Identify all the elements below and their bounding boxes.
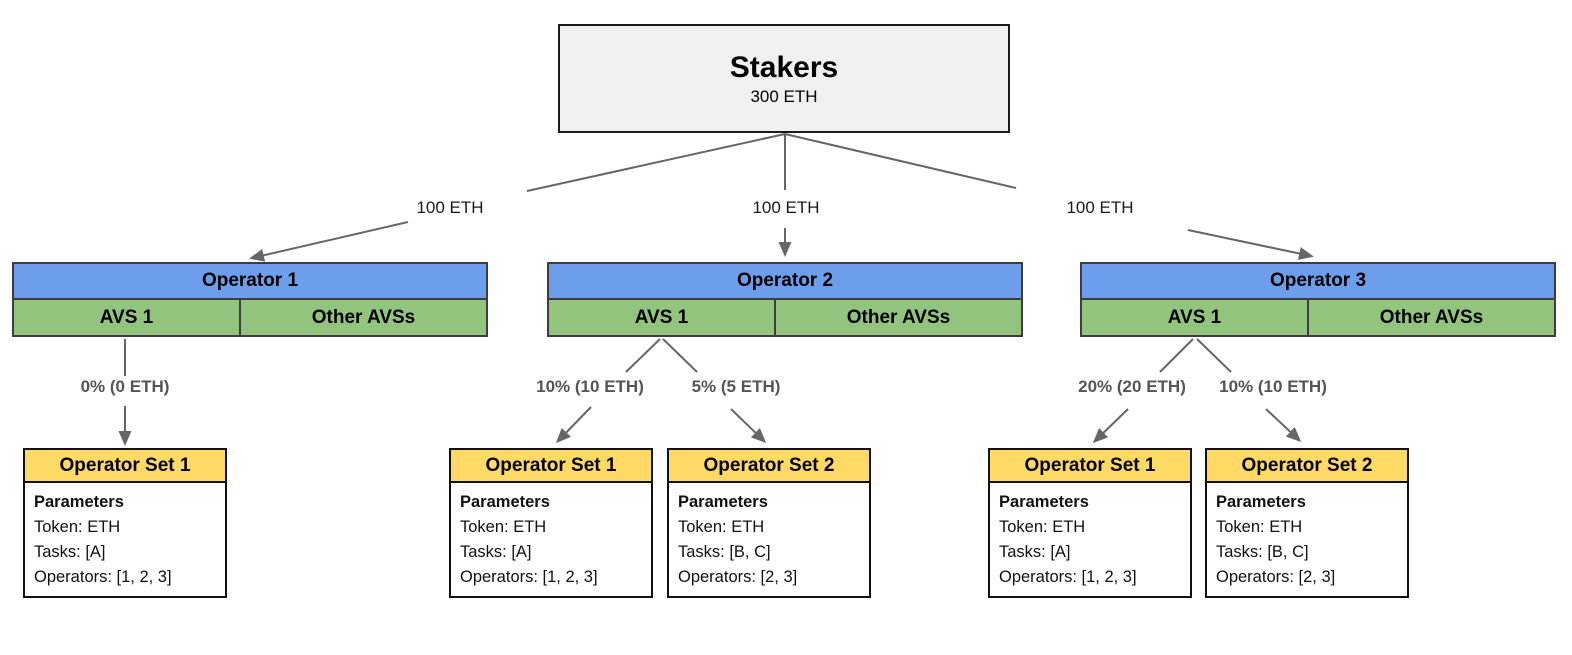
stakers-subtitle: 300 ETH (750, 86, 818, 106)
params-token: Token: ETH (460, 518, 547, 536)
op1-operator-set-1-params: Parameters Token: ETH Tasks: [A] Operato… (25, 483, 225, 596)
op3-operator-set-1-params: Parameters Token: ETH Tasks: [A] Operato… (990, 483, 1190, 596)
allocation-label-op1-set1: 0% (0 ETH) (80, 377, 170, 396)
params-heading: Parameters (678, 493, 768, 511)
edge-stakers-op1-arrow (249, 221, 409, 262)
operator-3-avs1-cell: AVS 1 (1082, 300, 1309, 335)
operator-3-header: Operator 3 (1082, 264, 1554, 300)
operator-3-block: Operator 3 AVS 1 Other AVSs (1080, 262, 1556, 337)
op3-operator-set-2-box: Operator Set 2 Parameters Token: ETH Tas… (1205, 448, 1409, 598)
op2-operator-set-1-title: Operator Set 1 (451, 450, 651, 483)
edge-stakers-op1-upper (526, 133, 786, 192)
stakers-box: Stakers 300 ETH (558, 24, 1010, 133)
params-tasks: Tasks: [B, C] (1216, 543, 1309, 561)
allocation-label-op3-set1: 20% (20 ETH) (1078, 377, 1186, 396)
edge-op2-set1-arrow (555, 406, 592, 444)
params-tasks: Tasks: [B, C] (678, 543, 771, 561)
params-heading: Parameters (460, 493, 550, 511)
op1-operator-set-1-title: Operator Set 1 (25, 450, 225, 483)
params-operators: Operators: [1, 2, 3] (460, 568, 598, 586)
params-operators: Operators: [1, 2, 3] (999, 568, 1137, 586)
operator-2-avs-row: AVS 1 Other AVSs (549, 300, 1021, 335)
params-token: Token: ETH (1216, 518, 1303, 536)
edge-stakers-op3-upper (784, 133, 1017, 189)
params-operators: Operators: [1, 2, 3] (34, 568, 172, 586)
op3-operator-set-1-box: Operator Set 1 Parameters Token: ETH Tas… (988, 448, 1192, 598)
operator-2-block: Operator 2 AVS 1 Other AVSs (547, 262, 1023, 337)
operator-3-other-avs-cell: Other AVSs (1309, 300, 1554, 335)
params-token: Token: ETH (678, 518, 765, 536)
operator-1-header: Operator 1 (14, 264, 486, 300)
edge-op3-set1-arrow (1092, 408, 1129, 444)
params-tasks: Tasks: [A] (460, 543, 532, 561)
params-operators: Operators: [2, 3] (1216, 568, 1336, 586)
operator-2-avs1-cell: AVS 1 (549, 300, 776, 335)
operator-1-avs1-cell: AVS 1 (14, 300, 241, 335)
edge-op2-set1-upper (625, 338, 661, 373)
params-heading: Parameters (999, 493, 1089, 511)
stake-edge-label-2: 100 ETH (752, 198, 820, 217)
allocation-label-op2-set2: 5% (5 ETH) (691, 377, 781, 396)
edge-op3-set2-upper (1196, 338, 1232, 373)
op2-operator-set-2-params: Parameters Token: ETH Tasks: [B, C] Oper… (669, 483, 869, 596)
params-token: Token: ETH (999, 518, 1086, 536)
operator-1-avs-row: AVS 1 Other AVSs (14, 300, 486, 335)
allocation-label-op3-set2: 10% (10 ETH) (1219, 377, 1327, 396)
op2-operator-set-2-title: Operator Set 2 (669, 450, 869, 483)
edge-op2-set2-upper (662, 338, 698, 373)
stake-edge-label-1: 100 ETH (416, 198, 484, 217)
allocation-label-op2-set1: 10% (10 ETH) (536, 377, 644, 396)
operator-1-block: Operator 1 AVS 1 Other AVSs (12, 262, 488, 337)
operator-2-other-avs-cell: Other AVSs (776, 300, 1021, 335)
edge-op3-set2-arrow (1265, 408, 1302, 443)
params-operators: Operators: [2, 3] (678, 568, 798, 586)
stake-edge-label-3: 100 ETH (1066, 198, 1134, 217)
stakers-title: Stakers (729, 50, 839, 84)
operator-2-header: Operator 2 (549, 264, 1021, 300)
op1-operator-set-1-box: Operator Set 1 Parameters Token: ETH Tas… (23, 448, 227, 598)
params-heading: Parameters (34, 493, 124, 511)
params-tasks: Tasks: [A] (34, 543, 106, 561)
params-tasks: Tasks: [A] (999, 543, 1071, 561)
edge-op3-set1-upper (1159, 338, 1194, 373)
params-heading: Parameters (1216, 493, 1306, 511)
op2-operator-set-1-box: Operator Set 1 Parameters Token: ETH Tas… (449, 448, 653, 598)
op3-operator-set-2-params: Parameters Token: ETH Tasks: [B, C] Oper… (1207, 483, 1407, 596)
edge-stakers-op3-arrow (1187, 229, 1314, 260)
op3-operator-set-2-title: Operator Set 2 (1207, 450, 1407, 483)
op3-operator-set-1-title: Operator Set 1 (990, 450, 1190, 483)
params-token: Token: ETH (34, 518, 121, 536)
op2-operator-set-2-box: Operator Set 2 Parameters Token: ETH Tas… (667, 448, 871, 598)
edge-op2-set2-arrow (730, 408, 767, 444)
operator-1-other-avs-cell: Other AVSs (241, 300, 486, 335)
op2-operator-set-1-params: Parameters Token: ETH Tasks: [A] Operato… (451, 483, 651, 596)
operator-3-avs-row: AVS 1 Other AVSs (1082, 300, 1554, 335)
